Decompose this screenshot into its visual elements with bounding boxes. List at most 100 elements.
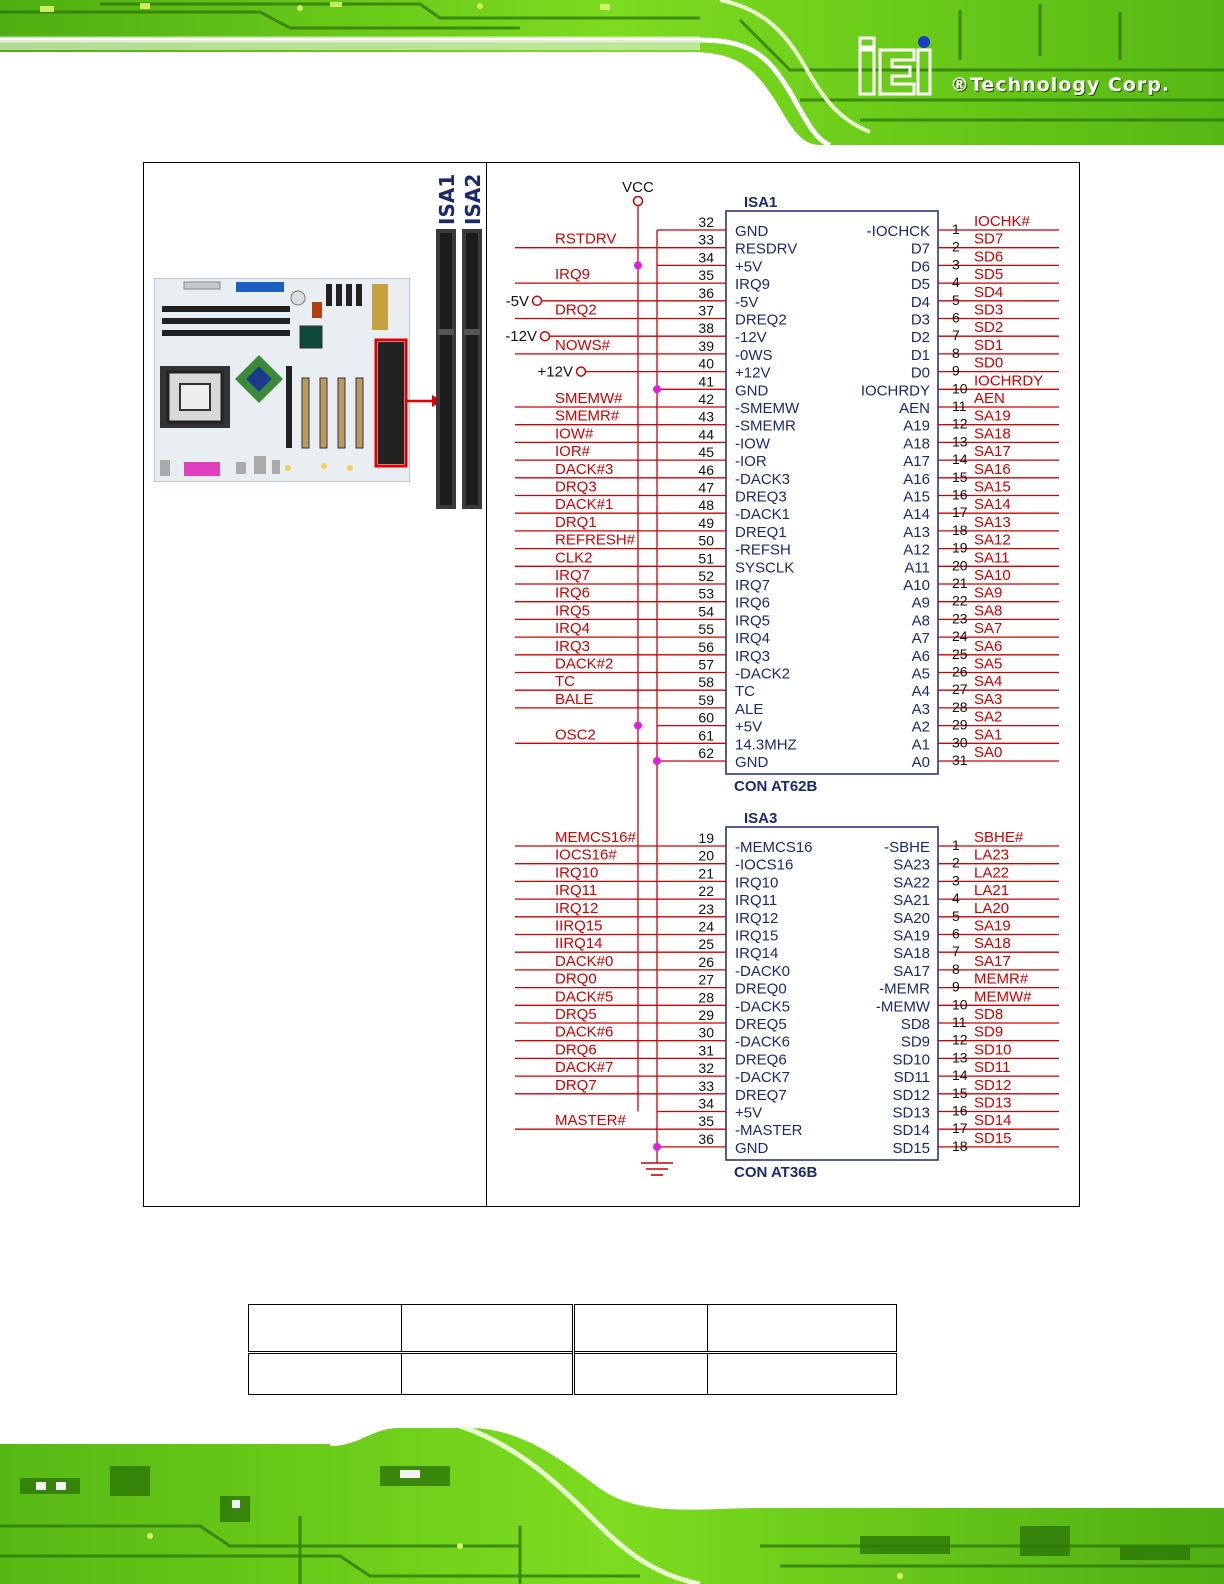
net-label: IRQ12 xyxy=(555,900,598,917)
pin-name: A3 xyxy=(912,701,930,718)
pin-number: 20 xyxy=(952,557,968,573)
pin-name: -DACK5 xyxy=(735,998,790,1015)
pin-name: -IOCS16 xyxy=(735,857,793,874)
pin-number: 21 xyxy=(698,865,714,881)
net-label: SA18 xyxy=(974,935,1011,952)
pin-name: A4 xyxy=(912,683,930,700)
pin-number: 12 xyxy=(952,416,968,432)
net-label: NOWS# xyxy=(555,337,611,354)
junction-dot xyxy=(653,757,661,765)
pin-number: 16 xyxy=(952,487,968,503)
net-label: MEMR# xyxy=(974,971,1029,988)
pin-name: D2 xyxy=(911,329,930,346)
net-label: SBHE# xyxy=(974,829,1024,846)
pin-number: 48 xyxy=(698,497,714,513)
net-label: SD0 xyxy=(974,355,1003,372)
net-label: SA10 xyxy=(974,567,1011,584)
net-label: TC xyxy=(555,673,575,690)
pin-number: 53 xyxy=(698,586,714,602)
pin-name: DREQ3 xyxy=(735,489,787,506)
header-banner: ®Technology Corp. xyxy=(0,0,1224,145)
pin-name: -SBHE xyxy=(884,839,930,856)
pin-number: 11 xyxy=(952,398,967,414)
pin-name: GND xyxy=(735,754,769,771)
table-cell xyxy=(401,1304,575,1353)
pin-name: SA17 xyxy=(893,963,930,980)
net-label: SD12 xyxy=(974,1077,1012,1094)
pin-number: 13 xyxy=(952,1049,968,1065)
slot-label-isa2: ISA2 xyxy=(461,173,485,225)
pin-number: 8 xyxy=(952,345,960,361)
net-label: SA1 xyxy=(974,726,1002,743)
net-label: OSC2 xyxy=(555,726,596,743)
net-label: SA14 xyxy=(974,496,1011,513)
net-label: SD4 xyxy=(974,284,1003,301)
net-label: SD9 xyxy=(974,1024,1003,1041)
power-terminal xyxy=(531,295,543,307)
pin-name: A5 xyxy=(912,666,930,683)
pin-name: DREQ2 xyxy=(735,312,787,329)
net-label: IRQ5 xyxy=(555,602,590,619)
pin-number: 38 xyxy=(698,320,714,336)
pin-name: A18 xyxy=(903,435,930,452)
net-label: SA3 xyxy=(974,691,1002,708)
pin-number: 24 xyxy=(698,919,714,935)
pin-name: IRQ7 xyxy=(735,577,770,594)
pin-number: 44 xyxy=(698,426,714,442)
pin-name: SYSCLK xyxy=(735,559,794,576)
pin-number: 56 xyxy=(698,639,714,655)
pin-number: 29 xyxy=(952,717,968,733)
pin-name: D1 xyxy=(911,347,930,364)
pin-number: 60 xyxy=(698,710,714,726)
pin-name: A1 xyxy=(912,736,930,753)
pin-number: 43 xyxy=(698,409,714,425)
net-label: IRQ3 xyxy=(555,638,590,655)
pin-number: 2 xyxy=(952,239,960,255)
pin-name: A15 xyxy=(903,489,930,506)
net-label: SA17 xyxy=(974,953,1011,970)
pin-name: SA18 xyxy=(893,945,930,962)
net-label: MEMW# xyxy=(974,988,1032,1005)
net-label: SD11 xyxy=(974,1059,1010,1076)
net-label: RSTDRV xyxy=(555,231,616,248)
pin-name: SA20 xyxy=(893,910,930,927)
net-label: DACK#1 xyxy=(555,496,613,513)
net-label: SA19 xyxy=(974,408,1011,425)
pin-name: +5V xyxy=(735,719,762,736)
pin-number: 17 xyxy=(952,1120,968,1136)
net-label: DACK#7 xyxy=(555,1059,613,1076)
net-label: IOCHRDY xyxy=(974,372,1043,389)
pin-name: -MEMR xyxy=(879,981,930,998)
net-label: BALE xyxy=(555,691,593,708)
net-label: DACK#0 xyxy=(555,953,613,970)
net-label: DRQ1 xyxy=(555,514,597,531)
pin-name: A2 xyxy=(912,719,930,736)
net-label: SA8 xyxy=(974,602,1002,619)
pin-number: 21 xyxy=(952,575,968,591)
pin-name: -IOW xyxy=(735,435,771,452)
pin-name: +12V xyxy=(735,365,770,382)
net-label: DRQ7 xyxy=(555,1077,597,1094)
pin-number: 61 xyxy=(698,727,714,743)
pin-name: SD13 xyxy=(892,1105,930,1122)
pin-number: 10 xyxy=(952,380,968,396)
isa-slots-closeup xyxy=(436,229,482,514)
pin-number: 8 xyxy=(952,961,960,977)
pin-number: 31 xyxy=(952,752,968,768)
pin-number: 35 xyxy=(698,1113,714,1129)
pin-number: 22 xyxy=(698,883,714,899)
pin-number: 12 xyxy=(952,1032,968,1048)
pin-name: SD10 xyxy=(892,1051,930,1068)
pin-name: IRQ3 xyxy=(735,648,770,665)
net-label: IRQ10 xyxy=(555,864,598,881)
pin-number: 18 xyxy=(952,1138,968,1154)
net-label: SD7 xyxy=(974,231,1003,248)
net-label: LA23 xyxy=(974,847,1009,864)
pin-number: 25 xyxy=(952,646,968,662)
pin-name: DREQ5 xyxy=(735,1016,787,1033)
net-label: DRQ2 xyxy=(555,302,597,319)
table-cell xyxy=(707,1304,897,1353)
table-cell xyxy=(401,1351,575,1395)
